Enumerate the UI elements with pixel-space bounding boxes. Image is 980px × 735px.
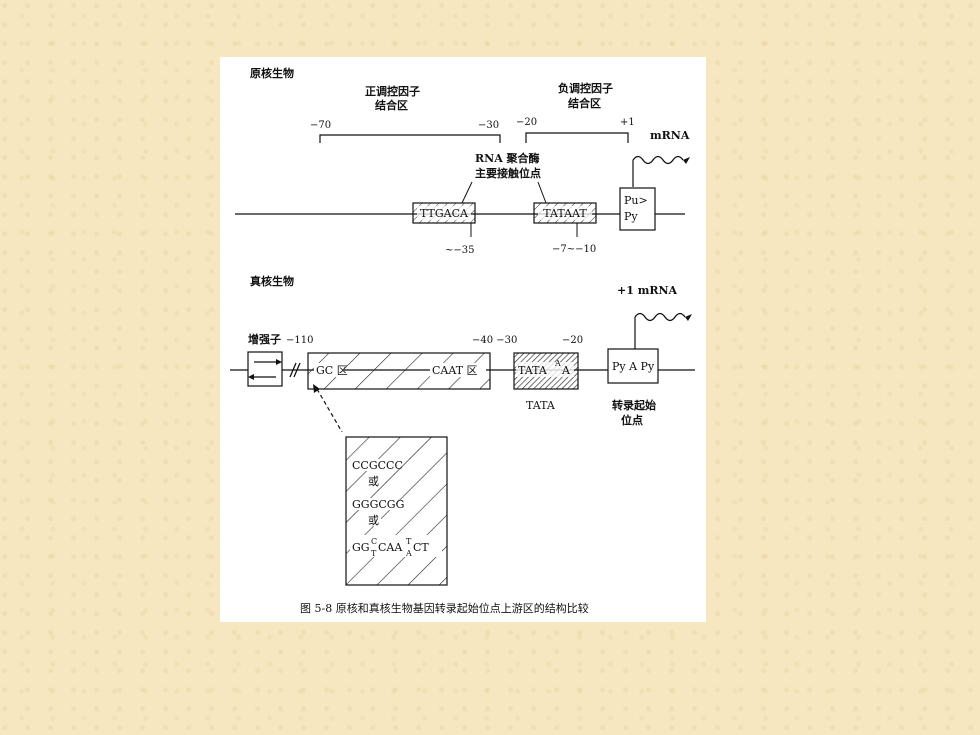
pos-minus20: −20 [516,117,537,128]
prok-mrna-arrowhead [683,157,690,164]
detail-or2: 或 [368,514,379,527]
negative-region-label-2: 结合区 [567,96,601,110]
euk-mrna-arrowhead [685,314,692,321]
pos-minus110: −110 [286,335,313,346]
positive-region-bracket [319,134,501,143]
break-mark-2 [293,362,301,378]
box-minus35-label: TTGACA [420,207,469,220]
enhancer-label: 增强子 [248,332,281,346]
diagram-svg: 原核生物 正调控因子 结合区 负调控因子 结合区 −70 −30 −20 +1 … [230,66,695,615]
detail-line3-sub2: A [405,549,412,558]
prok-mrna-label: mRNA [650,129,690,142]
pos-minus70: −70 [310,120,331,131]
tata-box-text: TATA [518,364,548,377]
negative-region-bracket [525,132,629,143]
prok-mrna-wave [632,155,684,165]
tata-box-sup: A [554,359,561,368]
figure-panel: 原核生物 正调控因子 结合区 负调控因子 结合区 −70 −30 −20 +1 … [220,57,706,622]
positive-region-label-2: 结合区 [374,98,408,112]
detail-line3c: CT [413,541,429,554]
pos-minus40-30: −40 −30 [472,335,517,346]
start-site-label-2: 位点 [621,413,643,427]
eukaryote-title: 真核生物 [250,274,294,288]
prokaryote-title: 原核生物 [250,66,294,80]
prok-start-box [619,187,656,231]
detail-line2: GGGCGG [352,498,404,511]
positive-region-label-1: 正调控因子 [365,84,420,98]
tata-box-end: A [561,364,571,377]
pos-minus30: −30 [478,120,499,131]
gc-region-label: GC 区 [316,364,348,377]
detail-line3-sup1: C [371,537,377,546]
euk-pos-minus20: −20 [562,335,583,346]
detail-or1: 或 [368,475,379,488]
pos-plus1: +1 [620,117,635,128]
rna-pol-label-1: RNA 聚合酶 [475,151,540,165]
pos-minus7-10: −7~−10 [552,244,596,255]
euk-start-box-text: Py A Py [612,360,655,373]
pos-minus35: ~−35 [445,245,474,256]
box-minus10-label: TATAAT [543,207,587,220]
euk-start-box [607,348,659,384]
rna-pol-pointer-2 [537,181,547,204]
detail-line1: CCGCCC [352,459,403,472]
rna-pol-pointer-1 [461,181,473,204]
break-mark-1 [289,362,297,378]
rna-pol-label-2: 主要接触位点 [475,166,541,180]
enhancer-box [247,351,283,387]
euk-plus1-mrna: +1 mRNA [617,284,678,297]
detail-line3b: CAA [378,541,403,554]
prok-start-line1: Pu> [624,194,648,207]
negative-region-label-1: 负调控因子 [558,81,613,95]
prok-start-line2: Py [624,210,638,223]
detail-line3-sup2: T [406,537,412,546]
euk-mrna-wave [634,312,686,322]
tata-label: TATA [526,399,556,412]
start-site-label-1: 转录起始 [612,398,656,412]
caat-region-label: CAAT 区 [432,364,478,377]
detail-line3-sub1: T [371,549,377,558]
detail-line3a: GG [352,541,370,554]
figure-caption: 图 5-8 原核和真核生物基因转录起始位点上游区的结构比较 [300,601,589,615]
detail-pointer [316,388,343,433]
